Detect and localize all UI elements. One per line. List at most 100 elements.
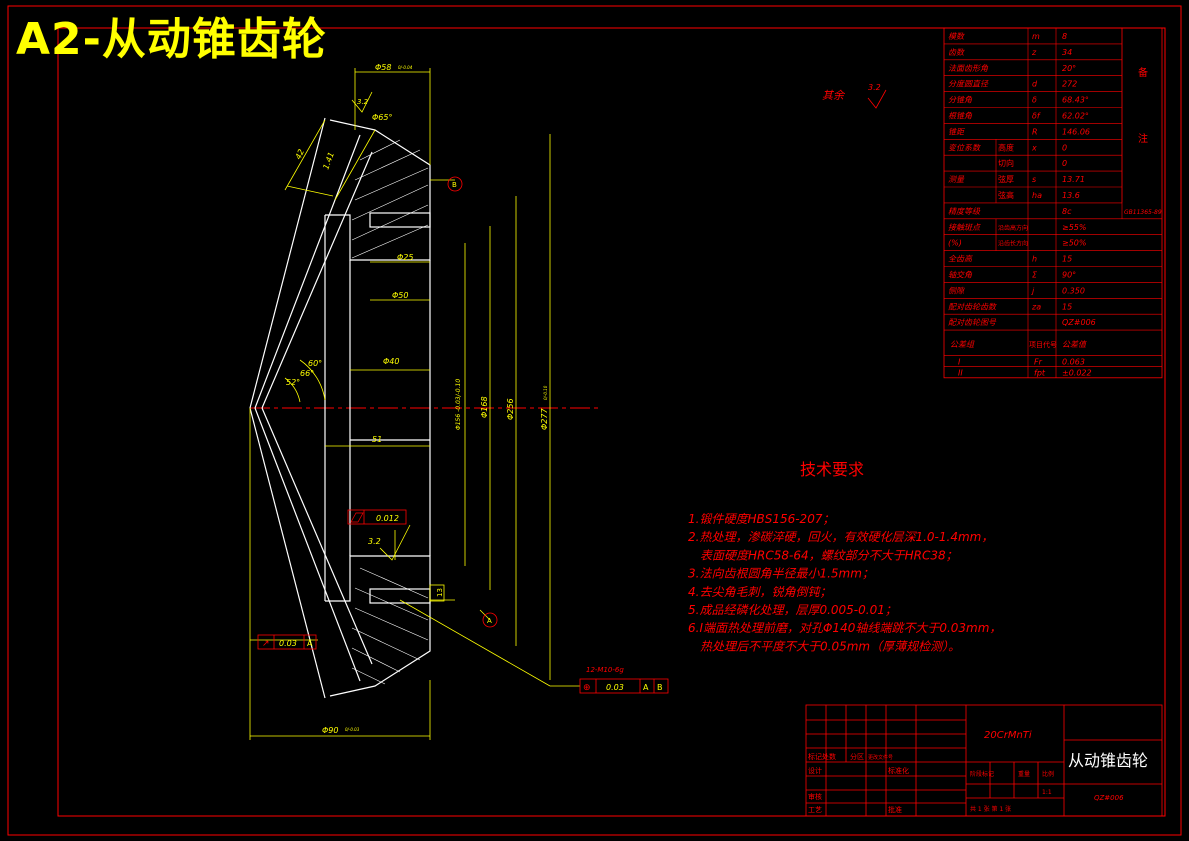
tol-header-value: 公差值 [1062,340,1087,349]
gear-row-label: 配对齿轮齿数 [948,302,997,311]
gear-row-symbol: h [1032,255,1037,264]
dim-d277-tol: 0/-0.10 [543,385,548,400]
dim-d90-tol: 0/-0.03 [345,727,360,732]
dim-angle-2: 66° [300,369,314,378]
gear-row-symbol: j [1031,286,1035,295]
tech-req-line: 热处理后不平度不大于0.05mm（厚薄规检测）。 [688,639,960,653]
gear-row-symbol: ha [1032,191,1042,200]
dim-thread: 12-M10-6g [586,666,624,674]
gear-row-label: 接触斑点 [948,223,981,232]
gear-table-row: 沿齿高方向 接触斑点 ≥55% [944,218,1162,235]
tb-sheet: 共 1 张 第 1 张 [970,805,1011,813]
tb-label-standard: 标准化 [888,766,909,775]
gear-row-label: 分度圆直径 [948,80,989,89]
gear-row-value: 8c [1062,207,1072,216]
gear-row-sub: 高度 [998,142,1014,152]
dim-size-a: 1.41 [321,151,336,171]
gear-row-label: 分锥角 [948,96,973,105]
gear-row-value: 8 [1062,32,1067,41]
gear-row-label: 轴交角 [948,271,973,280]
dim-angle-1: 60° [308,359,322,368]
tb-drawing-no: QZ#006 [1094,794,1124,802]
tb-label-design: 设计 [808,766,822,775]
position-datum-a: A [643,683,649,692]
tb-label-approve: 批准 [888,805,902,814]
gear-row-sub: 沿齿高方向 [998,224,1028,232]
gear-row-value: 68.43° [1062,96,1089,105]
gear-row-value: 90° [1062,271,1076,280]
tech-req-line: 1.锻件硬度HBS156-207； [688,512,834,526]
runout-left-symbol: ↗ [262,639,270,649]
dim-angle-top: Φ65° [372,113,392,122]
dim-top-dia-tol: 0/-0.04 [398,65,413,70]
rough-rest-label: 其余 [822,89,846,102]
dim-d256: Φ256 [506,398,515,420]
gear-row-sub: 沿齿长方向 [998,240,1028,248]
tb-label-process: 工艺 [808,806,822,814]
tol-row-code: Fr [1034,358,1043,367]
tech-req-title: 技术要求 [800,460,864,479]
gear-row-symbol: d [1032,80,1038,89]
dim-face-width: 42 [294,148,306,161]
tech-req-lines: 1.锻件硬度HBS156-207； 2.热处理，渗碳淬硬，回火，有效硬化层深1.0… [688,512,1001,653]
tech-req-line: 2.热处理，渗碳淬硬，回火，有效硬化层深1.0-1.4mm， [688,530,993,544]
tol-header-item: 项目代号 [1029,340,1057,349]
tb-label-file: 更改文件号 [868,754,893,761]
tb-label-zone: 分区 [850,752,864,761]
gear-table-row: 沿齿长方向(%)≥50% [944,234,1162,251]
tb-label-weight: 重量 [1018,770,1030,778]
gear-row-symbol: za [1031,302,1041,311]
tb-label-scale: 比例 [1042,770,1054,778]
tech-req-line: 6.I端面热处理前磨，对孔Φ140轴线端跳不大于0.03mm， [688,621,1001,635]
gear-row-value: 0 [1062,159,1067,168]
svg-text:B: B [452,181,457,189]
gear-row-label: 配对齿轮图号 [948,318,997,327]
gear-table-row: 法面齿形角 20° [944,59,1122,76]
position-value: 0.03 [606,683,624,692]
dim-d50: Φ50 [392,291,408,300]
gear-row-value: 0.350 [1062,286,1085,295]
gear-row-label: (%) [948,239,962,248]
box-13-text: 13 [436,588,444,597]
tolerance-frame-flatness: 0.012 [347,509,407,525]
gear-row-value: 146.06 [1062,127,1090,136]
gear-row-value: 15 [1062,302,1072,311]
gear-row-symbol: Σ [1032,271,1038,280]
position-symbol: ⊕ [583,683,591,693]
gear-row-label: 侧隙 [948,286,965,295]
dim-d25: Φ25 [397,253,413,262]
gear-row-sub: 弦厚 [998,174,1014,184]
tb-label-stage: 阶段标记 [970,770,994,778]
gear-row-label: 全齿高 [948,255,973,264]
gear-row-label: 齿数 [948,48,965,57]
section-hatching [351,139,429,685]
gear-row-sub: 弦高 [998,190,1014,200]
roughness-symbols [351,89,887,561]
tb-scale-value: 1:1 [1042,789,1052,796]
gear-row-value: QZ#006 [1062,318,1096,327]
gear-row-value: 20° [1062,64,1076,73]
gear-row-label: 法面齿形角 [948,64,989,73]
gear-row-symbol: x [1031,143,1037,152]
dim-d156: Φ156 -0.03/-0.10 [455,379,462,430]
gear-row-sub: 切向 [998,158,1014,168]
gear-row-symbol: R [1032,127,1038,136]
gear-table-row: 配对齿轮齿数 za 15 [944,298,1162,315]
gear-row-label: 模数 [948,32,965,41]
tol-row-value: ±0.022 [1062,369,1092,378]
rough-top-value: 3.2 [357,98,369,106]
gear-table-row: 配对齿轮图号 QZ#006 [944,314,1162,331]
gear-row-value: 62.02° [1062,112,1089,121]
gear-row-value: 13.71 [1062,175,1085,184]
runout-left-value: 0.03 [279,639,297,648]
gear-row-value: ≥55% [1062,223,1086,232]
tol-row-group: II [958,369,963,378]
